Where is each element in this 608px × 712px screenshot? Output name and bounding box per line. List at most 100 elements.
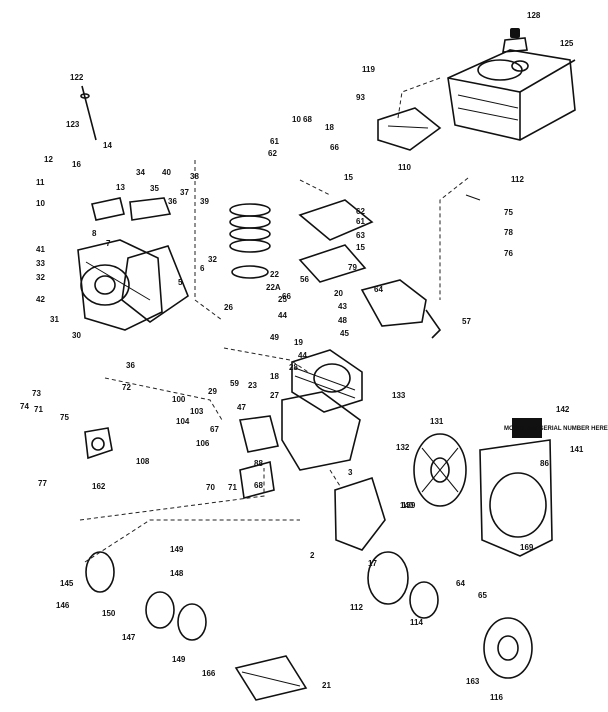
callout-label: 40 [162, 168, 171, 177]
callout-label: 112 [511, 175, 524, 184]
crankcase-gasket [121, 245, 189, 323]
callout-label: 75 [504, 208, 513, 217]
callout-label: 19 [294, 338, 303, 347]
callout-label: 41 [36, 245, 45, 254]
muffler [360, 279, 442, 339]
callout-label: 103 [190, 407, 204, 416]
callout-label: 32 [208, 255, 217, 264]
callout-label: 57 [462, 317, 471, 326]
callout-label: 31 [50, 315, 59, 324]
callout-label: 88 [254, 459, 263, 468]
callout-label: 16 [72, 160, 81, 169]
callout-label: 142 [556, 405, 570, 414]
callout-label: 131 [430, 417, 444, 426]
callout-label: 68 [254, 481, 263, 490]
callout-label: 71 [34, 405, 43, 414]
callout-label: 20 [334, 289, 343, 298]
callout-label: 72 [122, 383, 131, 392]
callout-label: 76 [504, 249, 513, 258]
callout-label: 145 [60, 579, 74, 588]
callout-label: 23 [248, 381, 257, 390]
blower-housing [479, 418, 553, 557]
callout-label: 146 [56, 601, 70, 610]
callout-label: 35 [150, 184, 159, 193]
callout-label: 106 [196, 439, 210, 448]
callout-label: 70 [206, 483, 215, 492]
callout-label: 26 [224, 303, 233, 312]
callout-label: 73 [32, 389, 41, 398]
callout-label: 6 [200, 264, 205, 273]
callout-label: 28 [289, 363, 298, 372]
callout-label: 68 [303, 115, 312, 124]
callout-label: 74 [20, 402, 29, 411]
callout-label: 116 [490, 693, 503, 702]
callout-label: 119 [362, 65, 375, 74]
callout-label: 122 [70, 73, 84, 82]
callout-label: 79 [348, 263, 357, 272]
callout-label: 21 [322, 681, 331, 690]
callout-labels: 128 125 119 93 10 18 68 61 62 66 15 122 … [20, 11, 584, 702]
callout-label: 104 [176, 417, 190, 426]
callout-label: 64 [374, 285, 383, 294]
callout-label: 49 [270, 333, 279, 342]
callout-label: 62 [356, 207, 365, 216]
callout-label: 48 [338, 316, 347, 325]
callout-label: 30 [72, 331, 81, 340]
callout-label: 123 [66, 120, 80, 129]
callout-label: 163 [466, 677, 480, 686]
callout-label: 14 [103, 141, 112, 150]
callout-label: 66 [330, 143, 339, 152]
callout-label: 12 [44, 155, 53, 164]
callout-label: 71 [228, 483, 237, 492]
callout-label: 112 [350, 603, 363, 612]
fuel-cap [502, 28, 528, 53]
callout-label: 36 [126, 361, 135, 370]
rewind-starter [483, 617, 533, 679]
flywheel [413, 433, 467, 507]
starter-cup [367, 551, 439, 619]
callout-label: 17 [368, 559, 377, 568]
callout-label: 29 [208, 387, 217, 396]
tank-bracket [377, 107, 442, 151]
callout-label: 5 [178, 278, 183, 287]
callout-label: 77 [38, 479, 47, 488]
callout-label: 169 [520, 543, 534, 552]
callout-label: 67 [210, 425, 219, 434]
callout-label: 162 [92, 482, 106, 491]
callout-label: 149 [170, 545, 184, 554]
callout-label: 149 [172, 655, 186, 664]
callout-label: 78 [504, 228, 513, 237]
pto-parts [85, 551, 207, 641]
callout-label: 39 [200, 197, 209, 206]
callout-label: 8 [92, 229, 97, 238]
callout-label: 44 [298, 351, 307, 360]
callout-label: 139 [402, 501, 416, 510]
callout-label: 100 [172, 395, 186, 404]
owners-manual [234, 655, 308, 701]
callout-label: 66 [282, 292, 291, 301]
callout-label: 45 [340, 329, 349, 338]
nameplate-text: MODEL and SERIAL NUMBER HERE [504, 426, 608, 432]
callout-label: 150 [102, 609, 116, 618]
callout-label: 44 [278, 311, 287, 320]
callout-label: 18 [325, 123, 334, 132]
fuel-tank [447, 49, 576, 141]
callout-label: 10 [292, 115, 301, 124]
callout-label: 18 [270, 372, 279, 381]
callout-label: 11 [36, 178, 45, 187]
callout-label: 2 [310, 551, 315, 560]
air-cleaner [239, 415, 279, 500]
callout-label: 56 [300, 275, 309, 284]
callout-label: 27 [270, 391, 279, 400]
callout-label: 62 [268, 149, 277, 158]
callout-label: 63 [356, 231, 365, 240]
callout-label: 125 [560, 39, 574, 48]
callout-label: 42 [36, 295, 45, 304]
carburetor [84, 427, 113, 460]
callout-label: 22A [266, 283, 281, 292]
callout-label: 36 [168, 197, 177, 206]
engine-block [281, 349, 363, 471]
callout-label: 128 [527, 11, 541, 20]
